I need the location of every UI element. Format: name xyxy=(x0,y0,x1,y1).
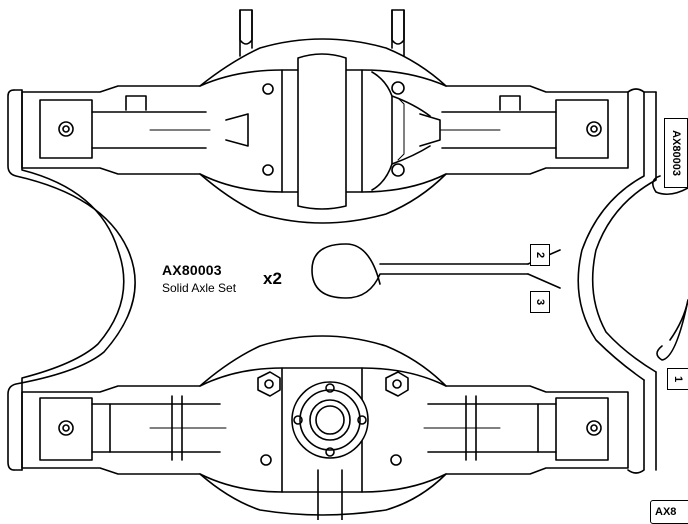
runner-number-tag-2: 2 xyxy=(530,244,550,266)
lower-axle-housing xyxy=(21,335,629,520)
part-code-label: AX80003 xyxy=(162,262,222,278)
upper-axle-housing xyxy=(21,38,629,224)
runner-side-code-tag: AX80003 xyxy=(664,118,688,188)
runner-bottom-code-tag: AX8 xyxy=(650,500,688,524)
runner-number-1: 1 xyxy=(672,375,684,383)
runner-number-3: 3 xyxy=(534,298,546,306)
sprue-frame xyxy=(7,9,688,474)
quantity-label: x2 xyxy=(263,269,282,288)
runner-bottom-code-text: AX8 xyxy=(655,506,677,518)
runner-side-code-text: AX80003 xyxy=(670,130,682,176)
runner-number-tag-1: 1 xyxy=(667,368,688,390)
part-description-label: Solid Axle Set xyxy=(162,281,237,295)
runner-number-2: 2 xyxy=(534,251,546,259)
runner-number-tag-3: 3 xyxy=(530,291,550,313)
